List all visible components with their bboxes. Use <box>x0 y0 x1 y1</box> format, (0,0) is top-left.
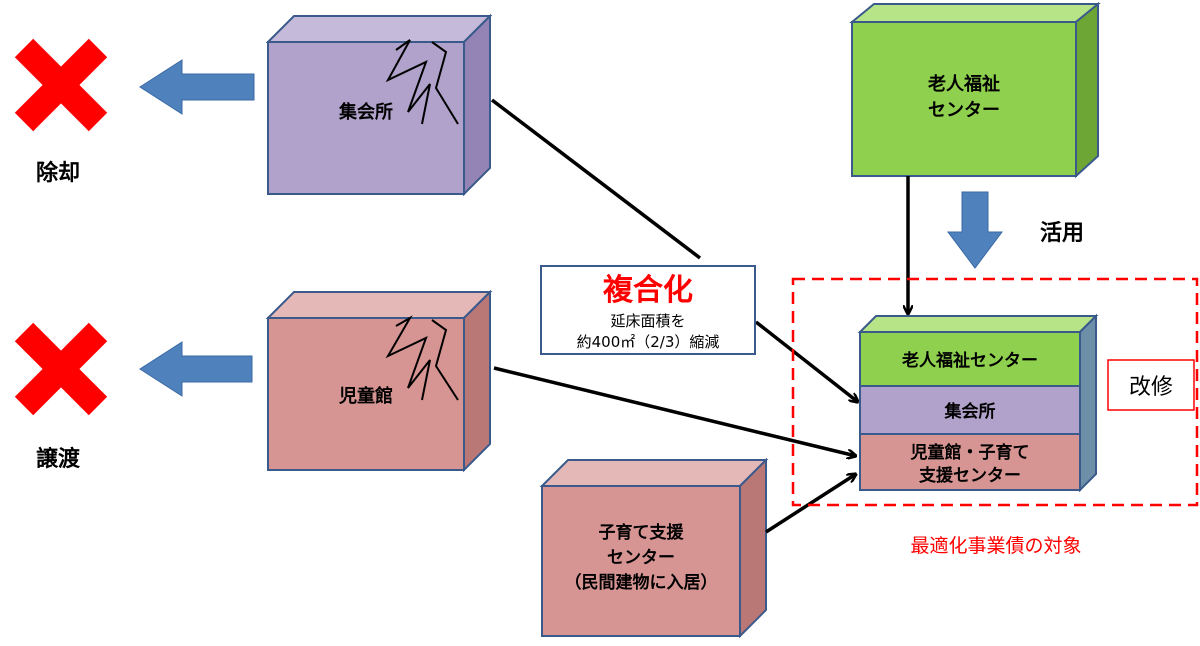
renovation-box: 改修 <box>1107 359 1195 411</box>
childcare-center-label-2: センター <box>607 548 675 568</box>
elderly-center-label-2: センター <box>928 100 1000 121</box>
transfer-label: 譲渡 <box>36 446 81 472</box>
consolidation-callout: 複合化 延床面積を 約400㎡（2/3）縮減 <box>540 265 756 355</box>
target-region <box>791 277 1199 507</box>
crack-icon <box>431 41 459 125</box>
utilize-label: 活用 <box>1040 221 1084 246</box>
crack-icon <box>385 315 431 401</box>
left-arrow-icon <box>139 341 253 397</box>
connector-arrow <box>493 366 856 456</box>
renovation-label: 改修 <box>1129 375 1173 400</box>
assembly-hall-box: 集会所 <box>265 13 493 197</box>
elderly-center-label-1: 老人福祉 <box>928 73 1000 95</box>
combined-layer-middle <box>859 385 1081 435</box>
down-arrow-icon <box>947 191 1003 269</box>
combined-middle-label: 集会所 <box>944 401 996 422</box>
connector-arrow <box>765 474 856 534</box>
combined-bottom-label-2: 支援センター <box>919 465 1021 486</box>
connector-arrow <box>754 320 858 402</box>
red-x-icon <box>14 322 108 416</box>
combined-facility-box: 老人福祉センター 集会所 児童館・子育て 支援センター <box>857 313 1099 493</box>
childrens-hall-label: 児童館 <box>338 385 393 407</box>
combined-top-label: 老人福祉センター <box>901 350 1038 371</box>
combined-layer-bottom <box>859 433 1081 491</box>
childcare-center-label-1: 子育て支援 <box>599 522 685 543</box>
left-arrow-icon <box>139 59 255 115</box>
connector-arrow <box>490 98 702 260</box>
target-caption: 最適化事業債の対象 <box>910 535 1081 557</box>
childcare-center-box: 子育て支援 センター （民間建物に入居） <box>539 457 769 639</box>
childcare-center-label-3: （民間建物に入居） <box>565 572 718 593</box>
consolidation-line-1: 延床面積を <box>610 312 685 330</box>
crack-icon <box>385 39 431 125</box>
combined-layer-top <box>859 331 1081 387</box>
red-x-icon <box>14 38 108 132</box>
combined-bottom-label-1: 児童館・子育て <box>910 442 1030 463</box>
assembly-hall-label: 集会所 <box>338 101 393 123</box>
childrens-hall-box: 児童館 <box>265 289 493 473</box>
transfer-group: 譲渡 <box>14 322 108 472</box>
consolidation-title: 複合化 <box>603 273 693 308</box>
crack-icon <box>431 319 459 401</box>
demolish-label: 除却 <box>36 160 80 186</box>
consolidation-line-2: 約400㎡（2/3）縮減 <box>577 333 720 351</box>
elderly-center-box: 老人福祉 センター <box>849 1 1101 179</box>
demolish-group: 除却 <box>14 38 108 186</box>
